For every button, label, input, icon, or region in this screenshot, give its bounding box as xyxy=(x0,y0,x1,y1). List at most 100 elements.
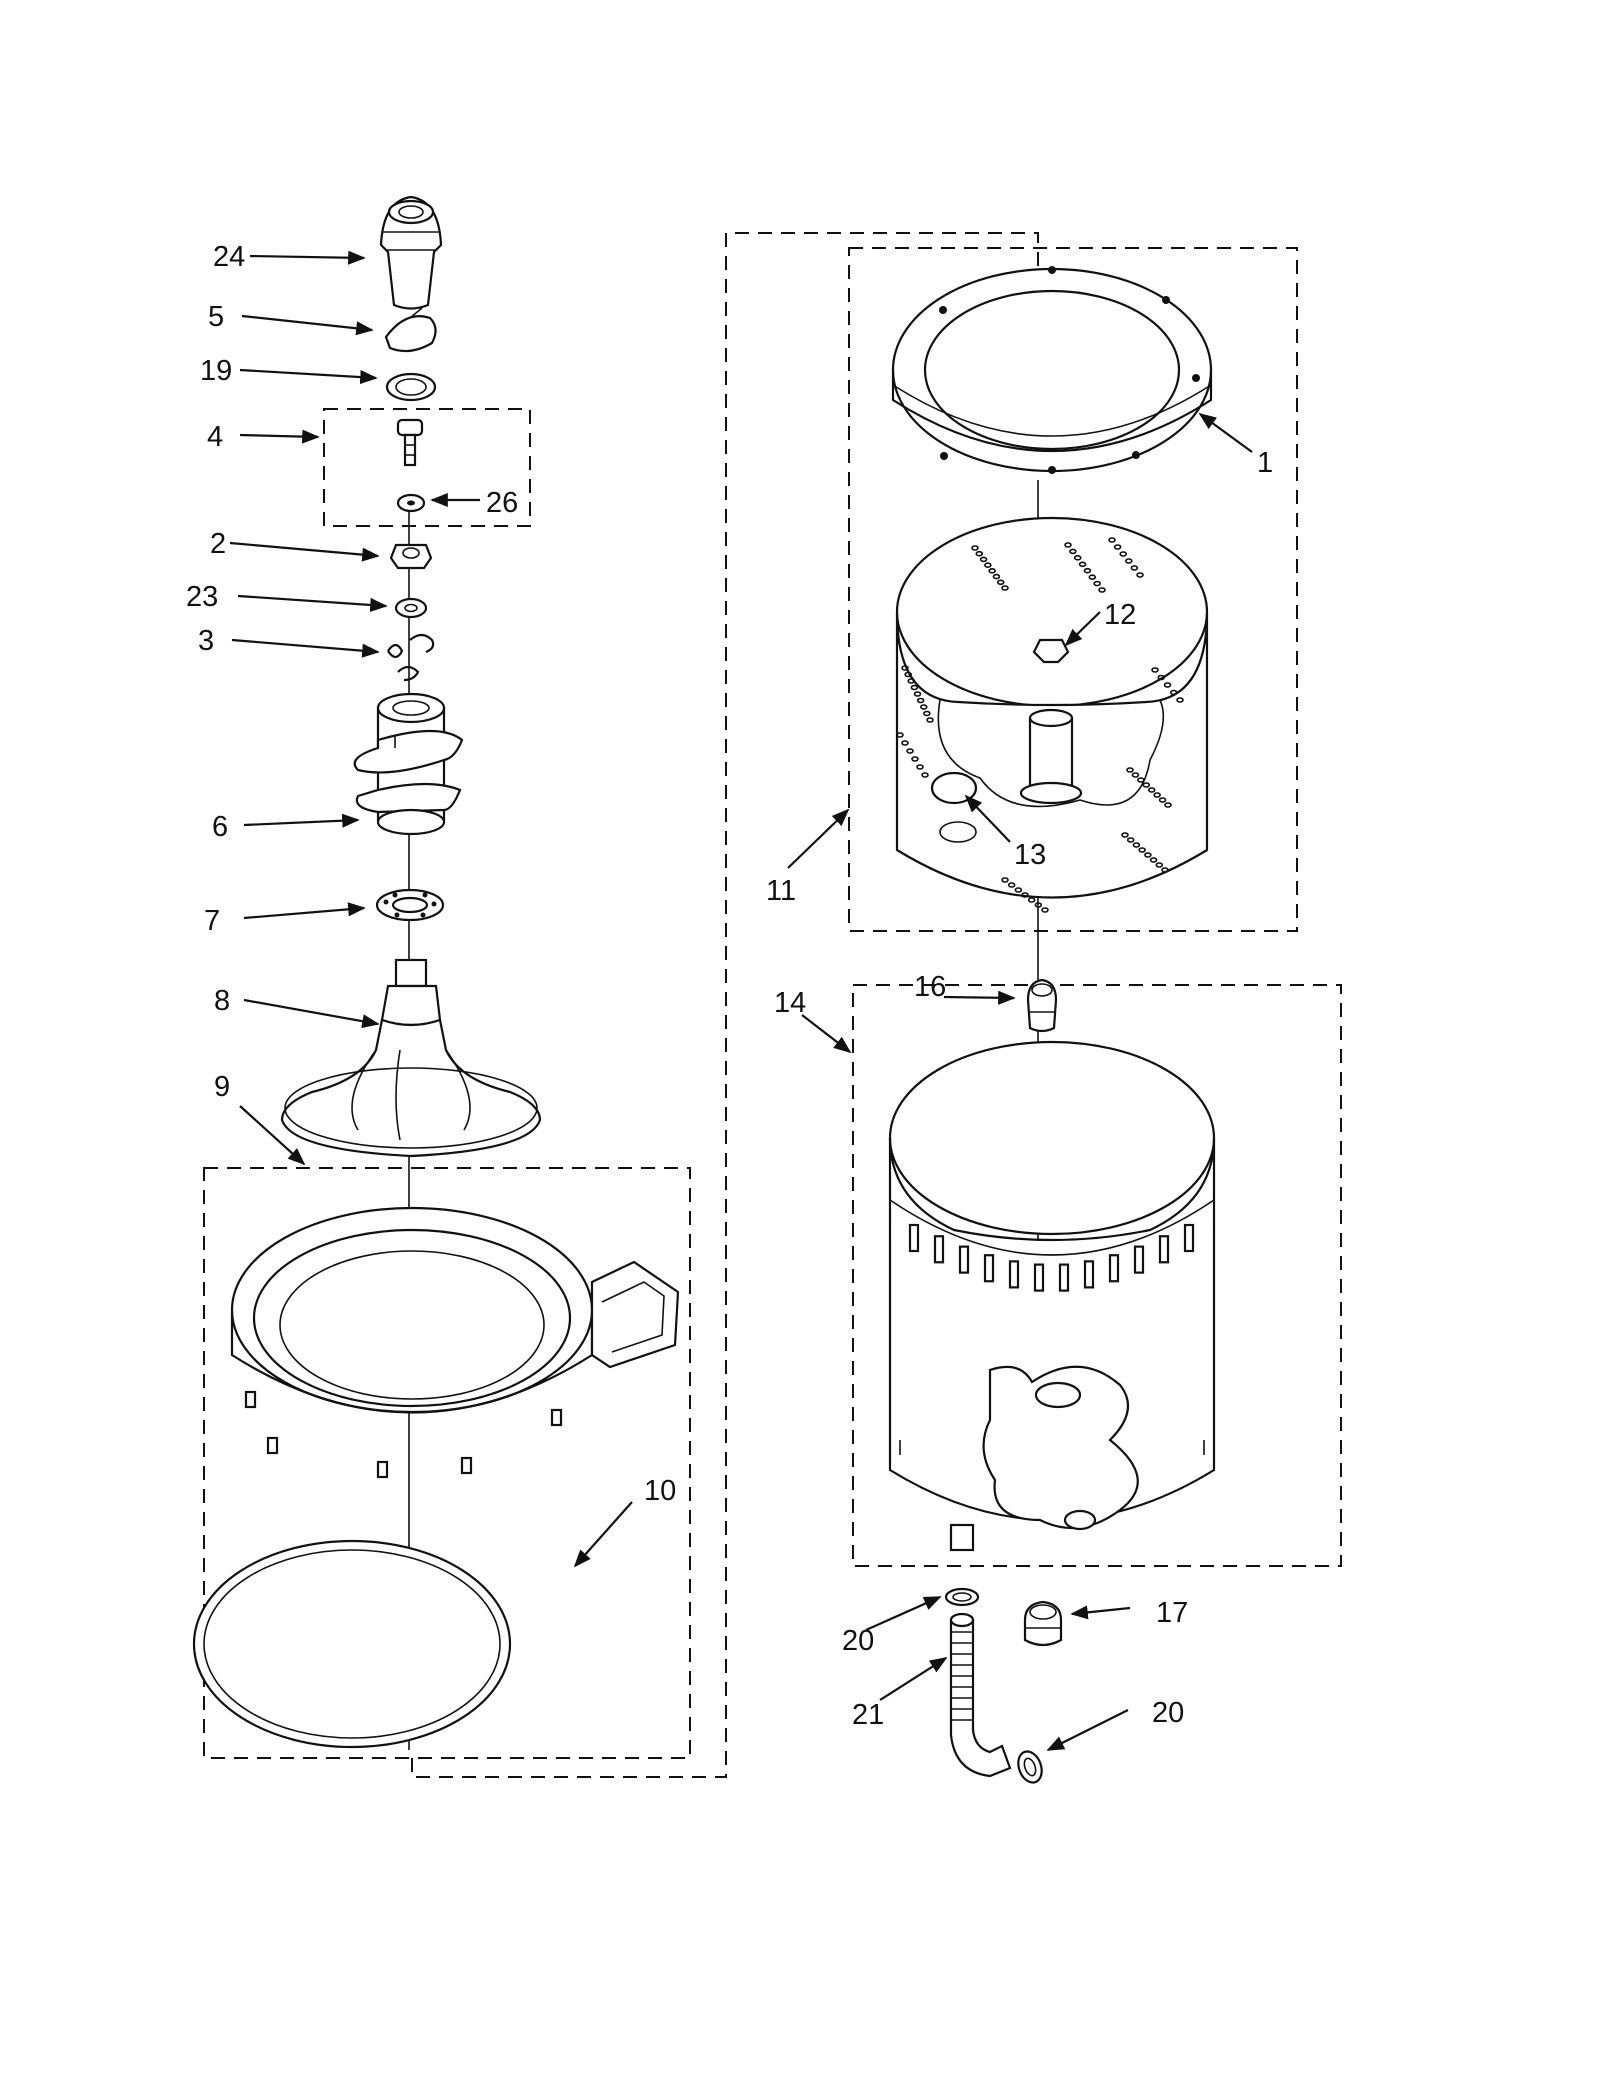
part-7-bearing xyxy=(375,888,445,922)
perforation-dot xyxy=(1157,674,1166,681)
label-part-17: 17 xyxy=(1156,1597,1188,1629)
part-11-basket xyxy=(895,516,1209,899)
perforation-dot xyxy=(1132,842,1141,848)
tub-slot xyxy=(1183,1223,1195,1253)
perforation-dot xyxy=(901,740,909,746)
perforation-dot xyxy=(1014,887,1023,893)
label-part-20-top: 20 xyxy=(842,1625,874,1657)
perforation-dot xyxy=(919,704,928,710)
perforation-dot xyxy=(913,691,922,697)
part-8-agitator xyxy=(280,958,542,1158)
tub-slot xyxy=(933,1235,945,1264)
label-part-4: 4 xyxy=(207,421,223,453)
perforation-dot xyxy=(992,573,1001,580)
part-24-cap xyxy=(379,195,443,310)
perforation-dot xyxy=(1001,877,1009,883)
perforation-dot xyxy=(910,684,919,691)
part-14-tub xyxy=(888,1040,1216,1552)
assembly-box-4 xyxy=(323,408,531,527)
part-17-nut xyxy=(1023,1600,1063,1647)
part-6-auger xyxy=(353,692,464,836)
perforation-dot xyxy=(911,756,919,762)
perforation-dot xyxy=(1007,882,1016,888)
perforation-dot xyxy=(1126,837,1135,843)
label-part-1: 1 xyxy=(1257,447,1273,479)
tub-slot xyxy=(1058,1263,1070,1292)
label-part-7: 7 xyxy=(204,905,220,937)
perforation-dot xyxy=(1098,587,1106,593)
perforation-dot xyxy=(1001,585,1009,591)
label-part-24: 24 xyxy=(213,241,245,273)
perforation-dot xyxy=(907,678,916,684)
perforation-dot xyxy=(979,556,988,563)
perforation-dot xyxy=(1149,857,1158,863)
perforation-dot xyxy=(916,697,925,704)
tub-slot xyxy=(1008,1260,1020,1289)
part-5-cap xyxy=(384,307,437,353)
label-part-14: 14 xyxy=(774,987,806,1019)
perforation-dot xyxy=(1113,544,1122,550)
perforation-dot xyxy=(1078,561,1087,568)
label-part-5: 5 xyxy=(208,301,224,333)
tub-slot xyxy=(1033,1263,1045,1292)
leader-lines xyxy=(229,250,1253,1751)
tub-slot xyxy=(908,1223,920,1253)
assembly-outline-11 xyxy=(411,232,1039,1778)
part-21-hose xyxy=(949,1612,1012,1778)
tub-slot xyxy=(983,1254,995,1283)
perforation-dot xyxy=(926,717,934,723)
perforation-dot xyxy=(896,732,904,738)
perforation-dot xyxy=(1147,787,1156,793)
perforation-dot xyxy=(1034,902,1043,908)
perforation-dot xyxy=(1125,558,1133,564)
perforation-dot xyxy=(1088,574,1097,580)
label-part-11: 11 xyxy=(766,875,796,907)
label-part-19: 19 xyxy=(200,355,232,387)
label-part-21: 21 xyxy=(852,1699,884,1731)
perforation-dot xyxy=(904,671,912,678)
perforation-dot xyxy=(1064,542,1072,548)
perforation-dot xyxy=(1142,782,1151,788)
assembly-box-1 xyxy=(848,247,1298,932)
perforation-dot xyxy=(996,579,1005,586)
perforation-dot xyxy=(1121,832,1129,838)
part-19-ring xyxy=(385,372,437,402)
perforation-dot xyxy=(1083,567,1092,574)
perforation-dot xyxy=(1136,572,1144,578)
label-part-23: 23 xyxy=(186,581,218,613)
perforation-dot xyxy=(1041,907,1049,913)
tub-slot xyxy=(958,1245,970,1274)
perforation-dot xyxy=(1164,802,1172,808)
part-2-nut xyxy=(389,543,433,570)
perforation-dot xyxy=(1153,792,1161,798)
label-part-6: 6 xyxy=(212,811,228,843)
perforation-dot xyxy=(1021,892,1029,898)
perforation-dot xyxy=(1108,537,1116,543)
perforation-dot xyxy=(1069,548,1077,555)
perforation-dot xyxy=(1151,667,1159,673)
label-part-13: 13 xyxy=(1014,839,1046,871)
tub-slot xyxy=(1083,1260,1095,1289)
label-part-8: 8 xyxy=(214,985,230,1017)
perforation-dot xyxy=(1138,847,1146,853)
perforation-dot xyxy=(1176,697,1184,703)
perforation-dot xyxy=(1093,580,1101,587)
part-3-clips xyxy=(387,633,435,682)
part-20-clamp-bottom xyxy=(1017,1750,1043,1784)
perforation-dot xyxy=(1161,867,1169,873)
perforation-dot xyxy=(901,665,909,671)
part-23-washer xyxy=(394,597,428,619)
perforation-dot xyxy=(1144,852,1152,858)
perforation-dot xyxy=(988,568,996,574)
perforation-dot xyxy=(1073,555,1082,561)
label-part-26: 26 xyxy=(486,487,518,519)
perforation-dot xyxy=(1131,772,1140,778)
label-part-10: 10 xyxy=(644,1475,676,1507)
perforation-dot xyxy=(971,545,979,551)
part-16-coupling xyxy=(1026,978,1058,1033)
part-10-seal xyxy=(192,1539,512,1749)
perforation-dot xyxy=(984,562,992,568)
perforation-dot xyxy=(1137,777,1145,783)
label-part-9: 9 xyxy=(214,1071,230,1103)
